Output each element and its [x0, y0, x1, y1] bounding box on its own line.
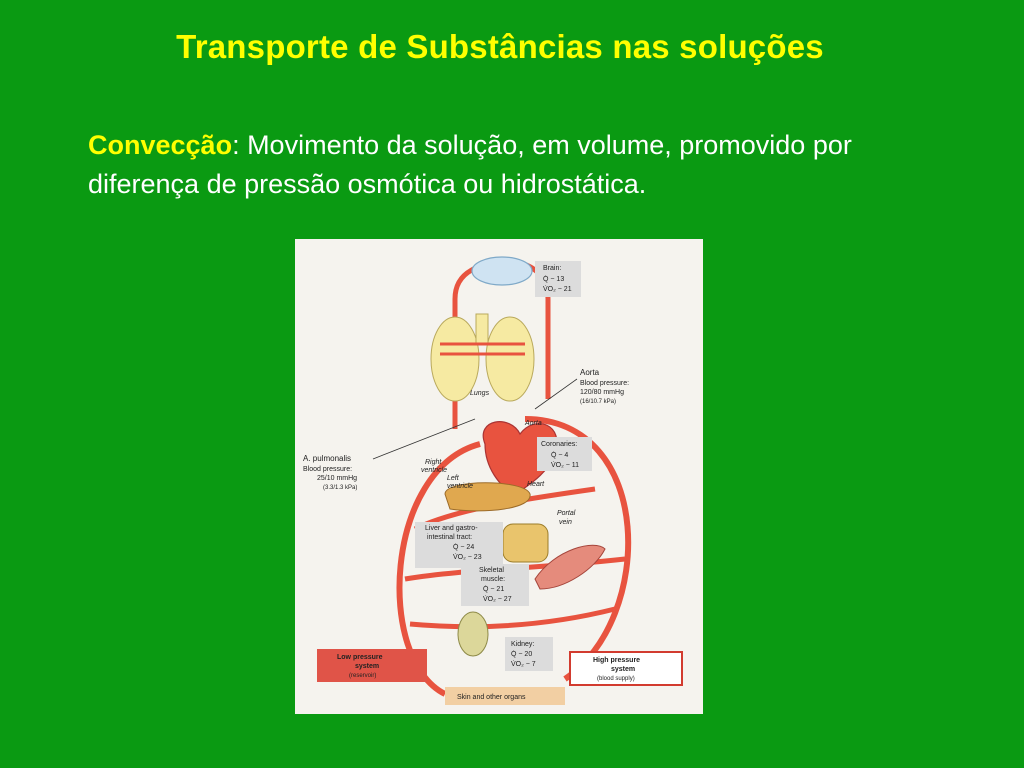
circulation-svg: Brain: Q̇ − 13 V̇O₂ − 21 Lungs Aorta Blo…: [303, 256, 683, 705]
brain-shape: [471, 256, 533, 286]
kidney-q: Q̇ − 20: [511, 650, 532, 658]
low-pressure-label-2: system: [355, 663, 379, 670]
lung-capillaries: [440, 342, 525, 356]
slide-title: Transporte de Substâncias nas soluções: [176, 28, 824, 65]
coronaries-label: Coronaries:: [541, 441, 577, 448]
brain-label: Brain:: [543, 265, 561, 272]
right-ventricle-label: ventricle: [421, 467, 447, 474]
skeletal-v: V̇O₂ − 27: [483, 595, 512, 603]
skeletal-label-1: Skeletal: [479, 567, 504, 574]
skin-box: [445, 687, 565, 705]
pulmonalis-bp2: 25/10 mmHg: [317, 475, 357, 482]
heart-label: Heart: [527, 481, 545, 488]
high-pressure-label-1: High pressure: [593, 657, 640, 664]
low-pressure-box: [317, 649, 427, 682]
coronaries-v: V̇O₂ − 11: [551, 461, 579, 469]
term-convection: Convecção: [88, 130, 233, 160]
portal-label-2: vein: [559, 519, 572, 526]
portal-label-1: Portal: [557, 510, 576, 517]
brain-stat-box: [535, 261, 581, 297]
aorta-bp1: Blood pressure:: [580, 380, 629, 387]
low-pressure-label-1: Low pressure: [337, 654, 383, 661]
pulmonalis-pointer: [372, 418, 476, 460]
aorta-bp2: 120/80 mmHg: [580, 389, 624, 396]
high-pressure-label-2: system: [611, 666, 635, 673]
pulmonalis-label: A. pulmonalis: [303, 454, 351, 463]
high-pressure-label-3: (blood supply): [597, 676, 635, 682]
liver-box: [415, 522, 503, 568]
trachea: [475, 313, 489, 345]
high-pressure-box: [569, 651, 683, 686]
coronaries-box: [537, 437, 592, 471]
liver-q: Q̇ − 24: [453, 543, 474, 551]
definition-text: : Movimento da solução, em volume, promo…: [88, 130, 852, 199]
circulation-diagram: Brain: Q̇ − 13 V̇O₂ − 21 Lungs Aorta Blo…: [295, 239, 703, 714]
left-label: Left: [447, 475, 460, 482]
skeletal-q: Q̇ − 21: [483, 585, 504, 593]
muscle-shape: [534, 544, 606, 590]
brain-q: Q̇ − 13: [543, 275, 564, 283]
aorta-label: Aorta: [580, 368, 600, 377]
definition-paragraph: Convecção: Movimento da solução, em volu…: [88, 126, 888, 204]
outer-vessel-right: [524, 416, 632, 682]
kidney-shape: [457, 611, 489, 657]
skin-label: Skin and other organs: [457, 694, 526, 701]
liver-v: V̇O₂ − 23: [453, 553, 482, 561]
lungs-label: Lungs: [470, 390, 490, 397]
pulmonalis-bp1: Blood pressure:: [303, 466, 352, 473]
right-label: Right: [425, 459, 442, 466]
lung-left: [430, 316, 480, 402]
aorta-bp3: (16/10.7 kPa): [580, 399, 616, 405]
coronaries-q: Q̇ − 4: [551, 451, 568, 459]
liver-label-1: Liver and gastro-: [425, 525, 478, 532]
skeletal-label-2: muscle:: [481, 576, 505, 583]
intestine-shape: [502, 523, 549, 563]
kidney-box: [505, 637, 553, 671]
aorta-small-label: Aorta: [524, 420, 542, 427]
vessel-loop-3: [409, 606, 616, 630]
left-ventricle-label: ventricle: [447, 483, 473, 490]
liver-label-2: intestinal tract:: [427, 534, 472, 541]
low-pressure-label-3: (reservoir): [349, 673, 376, 679]
kidney-v: V̇O₂ − 7: [511, 660, 536, 668]
lung-right: [485, 316, 535, 402]
kidney-label: Kidney:: [511, 641, 534, 648]
brain-v: V̇O₂ − 21: [543, 285, 572, 293]
pulmonalis-bp3: (3.3/1.3 kPa): [323, 485, 357, 491]
liver-shape: [444, 482, 531, 512]
aorta-pointer: [534, 378, 578, 410]
skeletal-box: [461, 564, 529, 606]
